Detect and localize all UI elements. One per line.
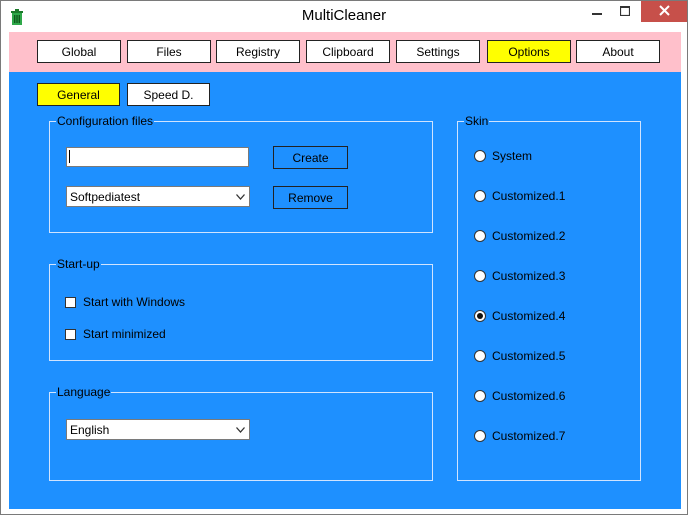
start-with-windows-label: Start with Windows <box>83 295 186 309</box>
options-panel: General Speed D. Configuration files Cre… <box>9 72 681 509</box>
maximize-icon <box>619 5 630 19</box>
tab-settings[interactable]: Settings <box>396 40 480 63</box>
skin-radio-customized-2[interactable]: Customized.2 <box>474 229 565 243</box>
remove-button[interactable]: Remove <box>273 186 348 209</box>
checkbox-box <box>65 296 76 308</box>
language-select-value: English <box>70 422 110 437</box>
subtab-speed-d[interactable]: Speed D. <box>127 83 210 106</box>
skin-legend: Skin <box>464 114 490 128</box>
radio-circle <box>474 390 486 402</box>
config-name-input[interactable] <box>66 147 249 167</box>
config-files-legend: Configuration files <box>56 114 155 128</box>
text-caret <box>69 150 70 163</box>
trash-can-icon <box>10 9 24 25</box>
subtab-general[interactable]: General <box>37 83 120 106</box>
close-button[interactable] <box>641 1 687 22</box>
title-bar[interactable]: MultiCleaner <box>1 1 687 32</box>
skin-radio-customized-6[interactable]: Customized.6 <box>474 389 565 403</box>
language-group: Language English <box>49 385 433 481</box>
chevron-down-icon <box>234 190 246 203</box>
checkbox-box <box>65 328 76 340</box>
start-with-windows-checkbox[interactable]: Start with Windows <box>65 295 185 309</box>
close-icon <box>658 4 670 19</box>
config-select-value: Softpediatest <box>70 189 141 204</box>
tab-about[interactable]: About <box>576 40 660 63</box>
config-files-group: Configuration files Create Softpediatest… <box>49 114 433 233</box>
radio-circle <box>474 150 486 162</box>
minimize-button[interactable] <box>583 1 610 22</box>
skin-radio-customized-1[interactable]: Customized.1 <box>474 189 565 203</box>
tab-files[interactable]: Files <box>127 40 211 63</box>
skin-radio-system[interactable]: System <box>474 149 532 163</box>
maximize-button[interactable] <box>611 1 638 22</box>
config-name-wrapper <box>66 147 249 167</box>
language-legend: Language <box>56 385 112 399</box>
skin-radio-customized-3[interactable]: Customized.3 <box>474 269 565 283</box>
skin-radio-customized-4[interactable]: Customized.4 <box>474 309 565 323</box>
startup-legend: Start-up <box>56 257 101 271</box>
radio-circle <box>474 430 486 442</box>
window-title: MultiCleaner <box>301 7 387 24</box>
start-minimized-label: Start minimized <box>83 327 166 341</box>
skin-radio-customized-5[interactable]: Customized.5 <box>474 349 565 363</box>
tab-clipboard[interactable]: Clipboard <box>306 40 390 63</box>
main-tab-bar: Global Files Registry Clipboard Settings… <box>9 32 681 72</box>
startup-group: Start-up Start with Windows Start minimi… <box>49 257 433 361</box>
create-button[interactable]: Create <box>273 146 348 169</box>
chevron-down-icon <box>234 423 246 436</box>
radio-circle <box>474 270 486 282</box>
radio-circle <box>474 350 486 362</box>
radio-circle <box>474 190 486 202</box>
radio-circle-selected <box>474 310 486 322</box>
tab-registry[interactable]: Registry <box>216 40 300 63</box>
tab-global[interactable]: Global <box>37 40 121 63</box>
minimize-icon <box>591 5 602 19</box>
radio-circle <box>474 230 486 242</box>
start-minimized-checkbox[interactable]: Start minimized <box>65 327 166 341</box>
skin-group: Skin System Customized.1 Customized.2 Cu… <box>457 114 641 481</box>
skin-radio-customized-7[interactable]: Customized.7 <box>474 429 565 443</box>
config-select[interactable]: Softpediatest <box>66 186 250 207</box>
language-select[interactable]: English <box>66 419 250 440</box>
tab-options[interactable]: Options <box>487 40 571 63</box>
